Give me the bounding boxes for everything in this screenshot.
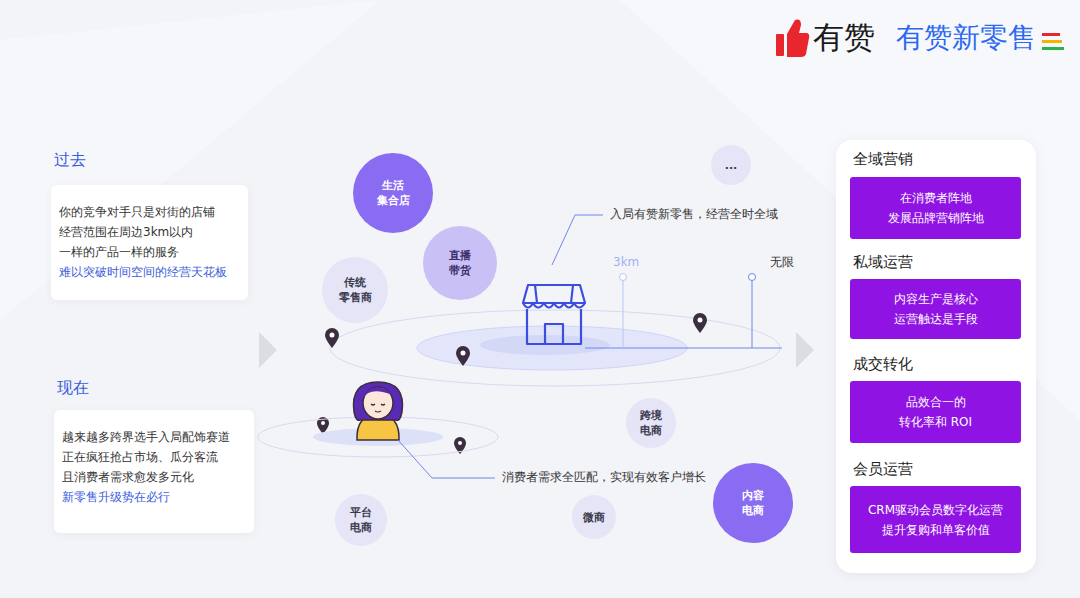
marker-dot	[620, 274, 627, 281]
category-circle: 传统 零售商	[322, 257, 388, 323]
circle-label: 微商	[583, 510, 605, 525]
category-circle: 直播 带货	[423, 226, 497, 300]
circle-label: 直播 带货	[449, 248, 471, 278]
marker-dot	[749, 274, 756, 281]
circle-label: 生活 集合店	[377, 178, 410, 208]
card-text: CRM驱动会员数字化运营 提升复购和单客价值	[860, 500, 1012, 540]
circle-label: 平台 电商	[350, 505, 372, 535]
consumer-figure	[354, 382, 403, 440]
heading: 全域营销	[853, 150, 913, 169]
marker-line	[623, 280, 624, 348]
body-text: 难以突破时间空间的经营天花板	[59, 262, 237, 282]
leader-line	[398, 440, 495, 478]
leader-line	[552, 215, 603, 265]
circle-label: 内容 电商	[742, 488, 764, 518]
bg-shape	[0, 0, 380, 320]
category-circle: 跨境 电商	[626, 398, 676, 448]
pin-holes	[321, 318, 703, 446]
text-card: 你的竞争对手只是对街的店铺 经营范围在周边3km以内 一样的产品一样的服务难以突…	[51, 185, 248, 300]
category-circle: 生活 集合店	[353, 153, 433, 233]
heading: 会员运营	[853, 460, 913, 479]
category-circle: 平台 电商	[335, 494, 387, 546]
body-text: 你的竞争对手只是对街的店铺 经营范围在周边3km以内 一样的产品一样的服务	[59, 202, 237, 262]
heading: 成交转化	[853, 355, 913, 374]
store-icon	[523, 285, 585, 344]
body-text: 越来越多跨界选手入局配饰赛道 正在疯狂抢占市场、瓜分客流 且消费者需求愈发多元化	[62, 427, 240, 487]
dimension: 3km	[613, 255, 639, 269]
category-circle: 微商	[572, 495, 616, 539]
body-text: 新零售升级势在必行	[62, 487, 240, 507]
category-circle: ...	[711, 145, 751, 185]
pins	[317, 313, 707, 454]
chevron	[796, 332, 814, 368]
card-text: 内容生产是核心 运营触达是手段	[861, 289, 1011, 329]
circle-label: ...	[725, 158, 738, 173]
callout: 入局有赞新零售，经营全时全域	[610, 207, 778, 221]
panel	[836, 140, 1036, 573]
chevron	[259, 332, 277, 368]
heading: 现在	[57, 378, 89, 399]
callout: 消费者需求全匹配，实现有效客户增长	[502, 470, 706, 484]
circle-label: 传统 零售商	[339, 275, 372, 305]
text-card: 越来越多跨界选手入局配饰赛道 正在疯狂抢占市场、瓜分客流 且消费者需求愈发多元化…	[54, 410, 254, 533]
heading: 私域运营	[853, 253, 913, 272]
card-text: 在消费者阵地 发展品牌营销阵地	[861, 188, 1011, 228]
category-circle: 内容 电商	[713, 463, 793, 543]
dimension: 无限	[770, 255, 794, 269]
marker-line	[752, 281, 753, 348]
logo-bars	[1042, 33, 1064, 50]
purple-card: 在消费者阵地 发展品牌营销阵地	[850, 177, 1021, 239]
logo-text: 有赞新零售	[896, 21, 1036, 55]
logo-icon	[776, 20, 809, 57]
logo-text: 有赞	[813, 19, 875, 56]
purple-card: 品效合一的 转化率和 ROI	[850, 381, 1021, 443]
purple-card: CRM驱动会员数字化运营 提升复购和单客价值	[850, 486, 1021, 553]
heading: 过去	[54, 150, 86, 171]
purple-card: 内容生产是核心 运营触达是手段	[850, 279, 1021, 339]
card-text: 品效合一的 转化率和 ROI	[881, 392, 991, 432]
circle-label: 跨境 电商	[640, 408, 662, 438]
